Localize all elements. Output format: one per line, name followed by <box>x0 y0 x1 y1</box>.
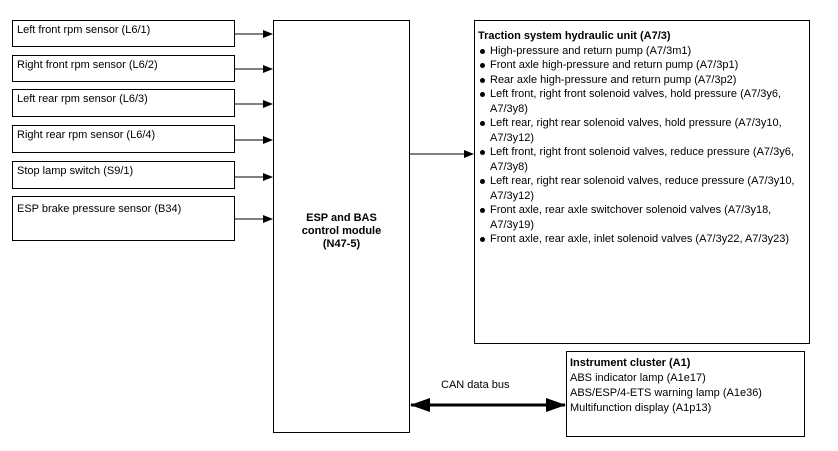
list-item-text: Front axle, rear axle switchover solenoi… <box>490 204 772 231</box>
list-item-text: Rear axle high-pressure and return pump … <box>490 73 737 86</box>
list-item: Left rear, right rear solenoid valves, h… <box>478 116 803 145</box>
list-item: Front axle high-pressure and return pump… <box>478 58 803 73</box>
list-item: Left front, right front solenoid valves,… <box>478 145 803 174</box>
instrument-cluster-box: Instrument cluster (A1) ABS indicator la… <box>566 351 805 437</box>
list-item: Rear axle high-pressure and return pump … <box>478 73 803 88</box>
bullet-icon <box>480 237 485 242</box>
bullet-icon <box>480 92 485 97</box>
module-label-line-2: control module <box>301 225 382 237</box>
sensor-label: Right rear rpm sensor (L6/4) <box>17 129 156 141</box>
sensor-box-left-rear-rpm: Left rear rpm sensor (L6/3) <box>12 89 235 117</box>
list-item: Left front, right front solenoid valves,… <box>478 87 803 116</box>
sensor-box-right-front-rpm: Right front rpm sensor (L6/2) <box>12 55 235 82</box>
sensor-box-left-front-rpm: Left front rpm sensor (L6/1) <box>12 20 235 47</box>
cluster-item: ABS indicator lamp (A1e17) <box>570 372 706 384</box>
bullet-icon <box>480 150 485 155</box>
list-item: Front axle, rear axle switchover solenoi… <box>478 203 803 232</box>
list-item: Front axle, rear axle, inlet solenoid va… <box>478 232 803 247</box>
list-item-text: Left rear, right rear solenoid valves, h… <box>490 117 782 144</box>
can-bus-label: CAN data bus <box>441 379 510 391</box>
bullet-icon <box>480 121 485 126</box>
hydraulic-unit-title: Traction system hydraulic unit (A7/3) <box>478 30 671 42</box>
list-item: High-pressure and return pump (A7/3m1) <box>478 44 803 59</box>
module-label-line-3: (N47-5) <box>322 238 361 250</box>
module-label-line-1: ESP and BAS <box>306 212 377 224</box>
cluster-item: Multifunction display (A1p13) <box>570 402 712 414</box>
bullet-icon <box>480 179 485 184</box>
sensor-box-esp-brake-pressure: ESP brake pressure sensor (B34) <box>12 196 235 241</box>
list-item-text: Left front, right front solenoid valves,… <box>490 88 782 115</box>
instrument-cluster-title: Instrument cluster (A1) <box>570 357 691 369</box>
sensor-label: Left rear rpm sensor (L6/3) <box>17 93 148 105</box>
list-item-text: Front axle, rear axle, inlet solenoid va… <box>490 233 789 245</box>
cluster-item: ABS/ESP/4-ETS warning lamp (A1e36) <box>570 387 762 399</box>
list-item-text: High-pressure and return pump (A7/3m1) <box>490 44 692 57</box>
bullet-icon <box>480 208 485 213</box>
bullet-icon <box>480 48 485 54</box>
sensor-label: Right front rpm sensor (L6/2) <box>17 59 158 71</box>
sensor-label: Left front rpm sensor (L6/1) <box>17 24 151 36</box>
list-item-text: Left front, right front solenoid valves,… <box>490 146 794 173</box>
sensor-label: ESP brake pressure sensor (B34) <box>17 203 182 215</box>
list-item-text: Left rear, right rear solenoid valves, r… <box>490 175 795 202</box>
sensor-label: Stop lamp switch (S9/1) <box>17 165 134 177</box>
hydraulic-unit-list: High-pressure and return pump (A7/3m1) F… <box>478 44 803 247</box>
sensor-box-stop-lamp-switch: Stop lamp switch (S9/1) <box>12 161 235 189</box>
bullet-icon <box>480 77 485 83</box>
sensor-box-right-rear-rpm: Right rear rpm sensor (L6/4) <box>12 125 235 153</box>
hydraulic-unit-box: Traction system hydraulic unit (A7/3) Hi… <box>474 20 810 344</box>
esp-bas-control-module: ESP and BAS control module (N47-5) <box>273 20 410 433</box>
list-item-text: Front axle high-pressure and return pump… <box>490 59 739 71</box>
list-item: Left rear, right rear solenoid valves, r… <box>478 174 803 203</box>
bullet-icon <box>480 63 485 68</box>
